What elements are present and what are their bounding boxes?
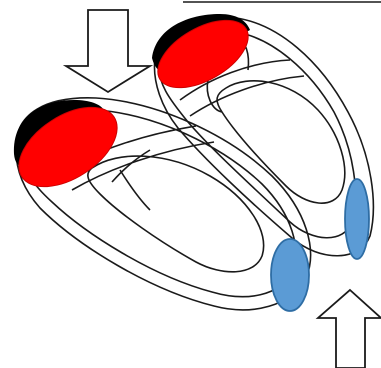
back-heel-marker (345, 179, 369, 259)
front-heel-marker (271, 239, 309, 311)
front-shoe-strap-divider (112, 150, 150, 182)
down-arrow-icon (66, 10, 150, 92)
front-shoe-opening (88, 156, 264, 272)
up-arrow-icon (318, 290, 381, 368)
front-shoe-tongue (120, 170, 150, 210)
